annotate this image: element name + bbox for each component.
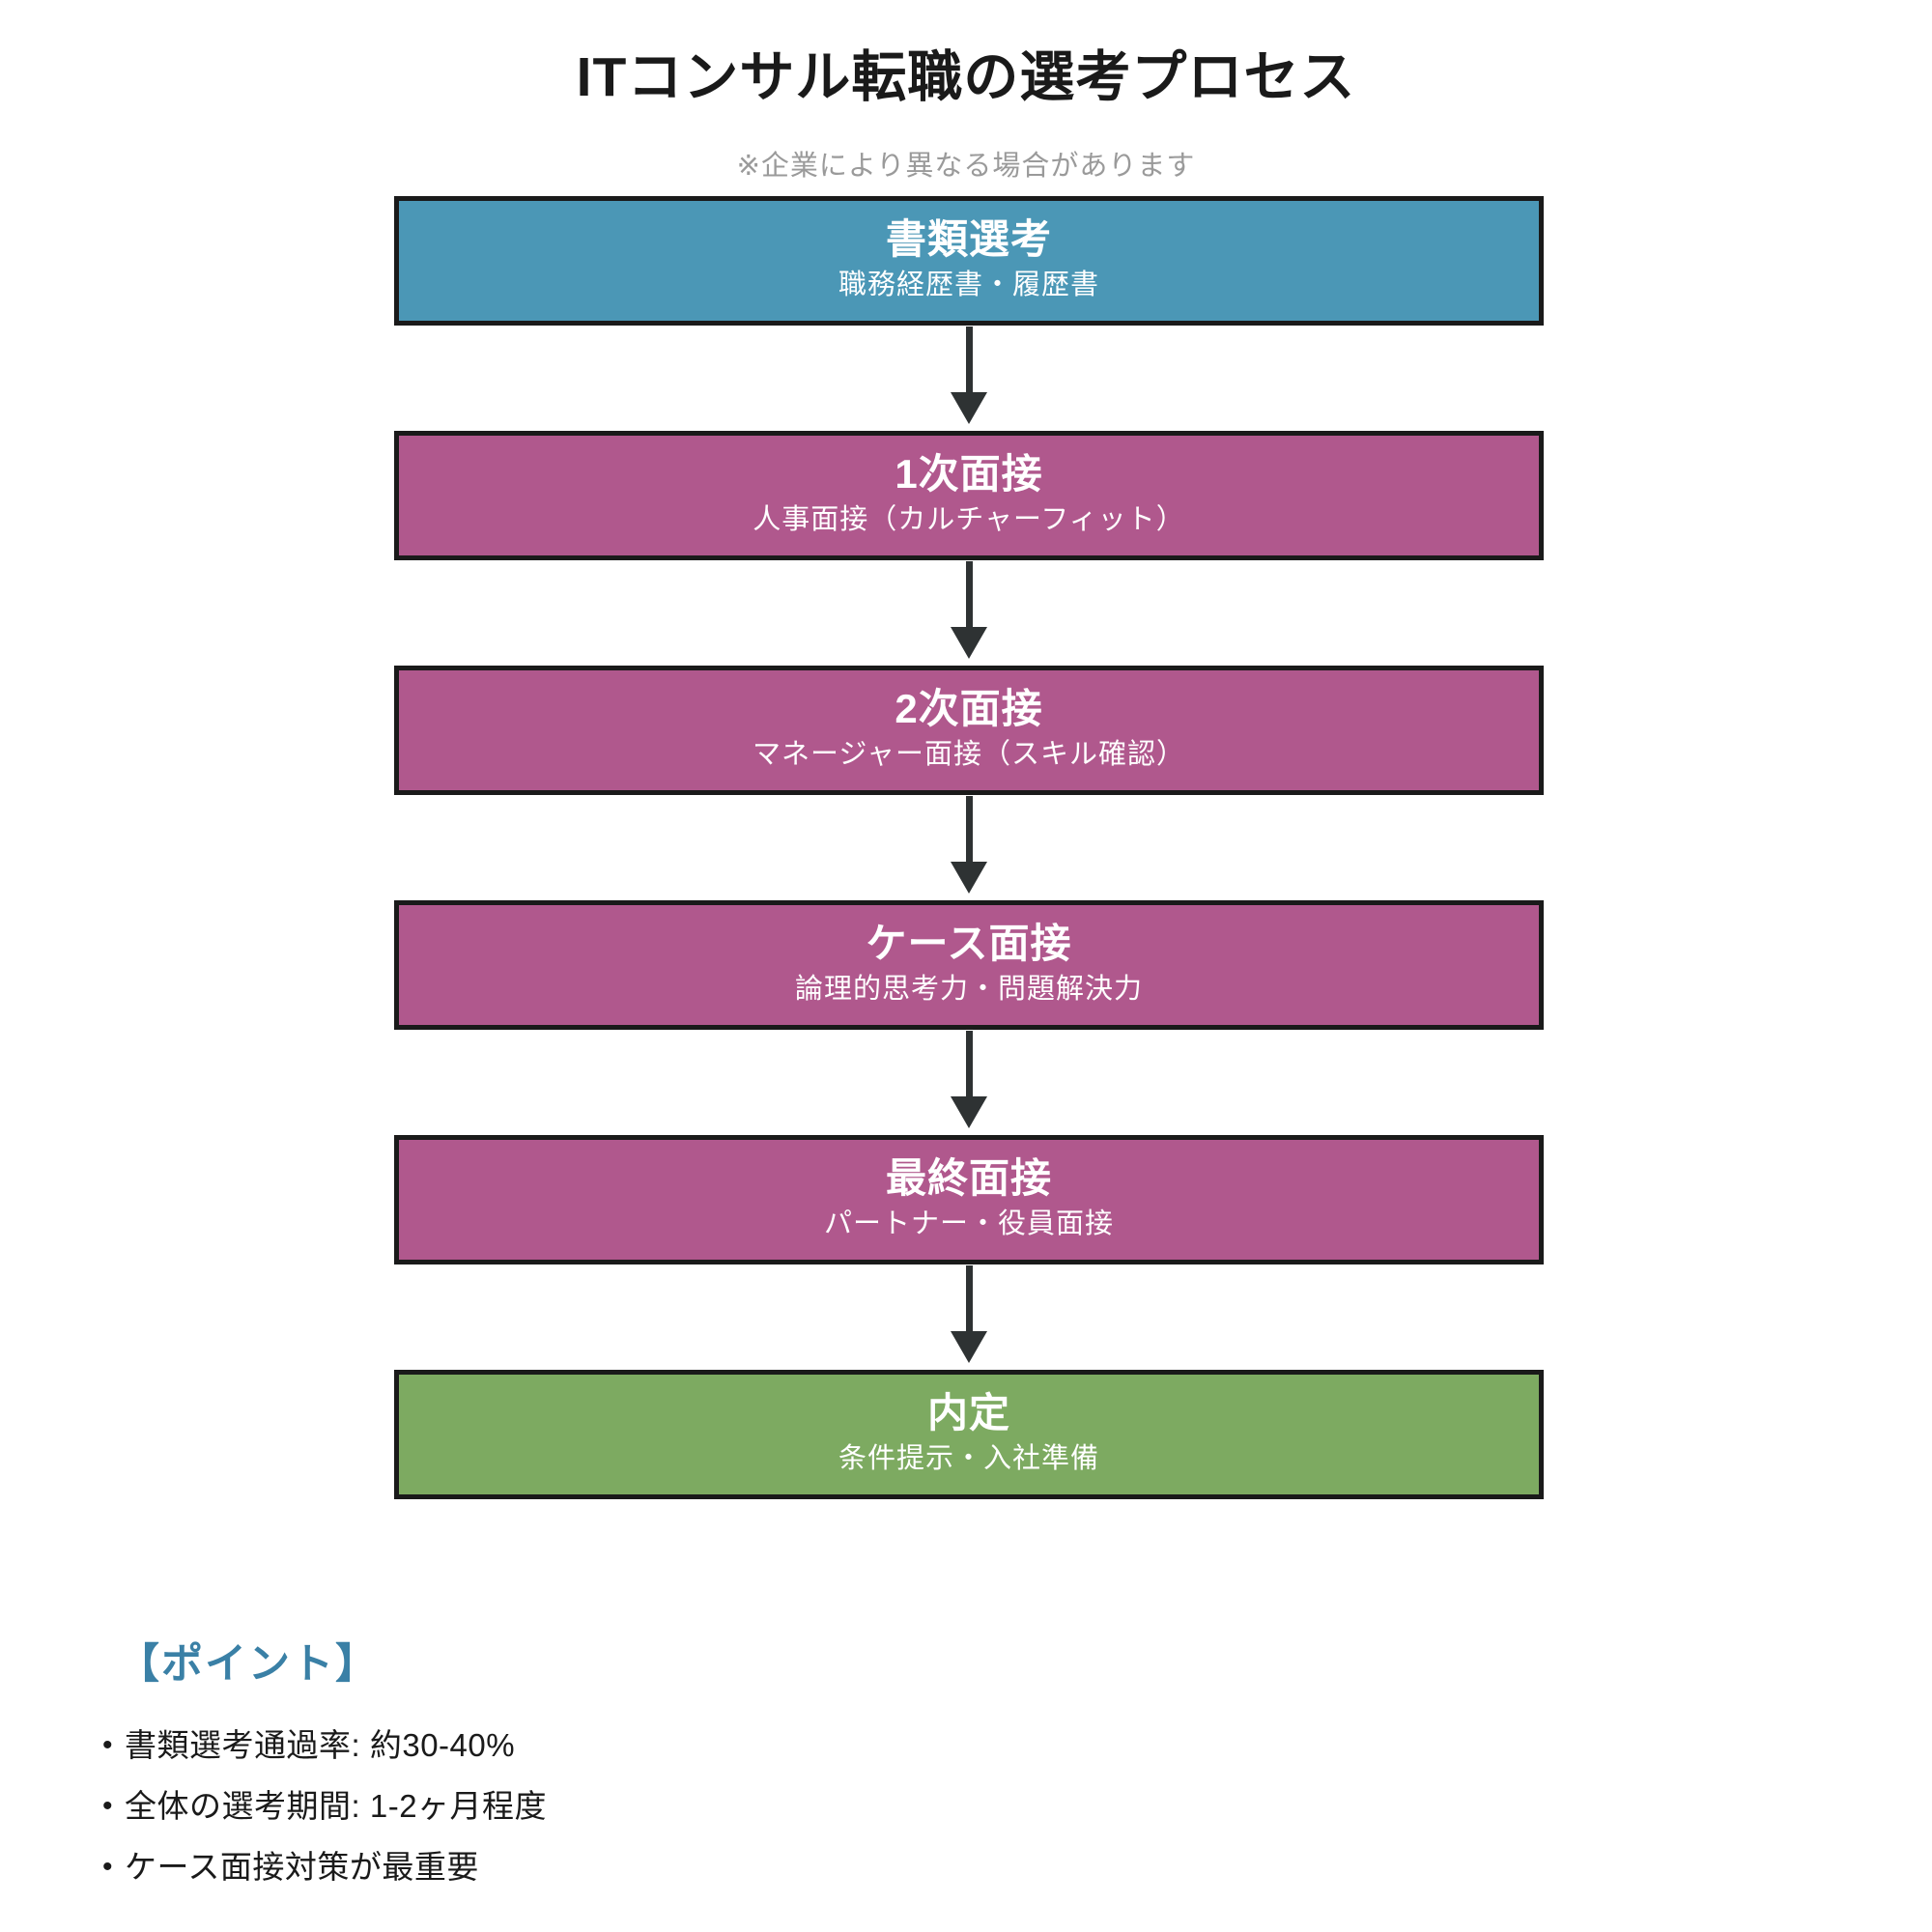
page-note: ※企業により異なる場合があります	[736, 151, 1196, 182]
step-subtitle: 条件提示・入社準備	[838, 1443, 1099, 1475]
arrow-line	[965, 561, 973, 629]
point-text: 全体の選考期間: 1-2ヶ月程度	[125, 1788, 548, 1824]
arrow-head	[951, 392, 987, 424]
arrow-line	[965, 1031, 973, 1098]
arrow-down-icon	[951, 561, 987, 662]
step-subtitle: 論理的思考力・問題解決力	[794, 974, 1143, 1006]
step-subtitle: 職務経歴書・履歴書	[838, 270, 1099, 301]
arrow-down-icon	[951, 1265, 987, 1366]
bullet-icon: •	[102, 1790, 114, 1822]
step-title: ケース面接	[866, 921, 1072, 966]
flow-step-second-interview: 2次面接 マネージャー面接（スキル確認）	[394, 666, 1544, 795]
step-title: 内定	[926, 1390, 1010, 1435]
step-subtitle: 人事面接（カルチャーフィット）	[753, 504, 1185, 536]
bullet-icon: •	[102, 1851, 114, 1883]
step-title: 1次面接	[895, 451, 1043, 497]
arrow-line	[965, 327, 973, 394]
flow-step-document-screening: 書類選考 職務経歴書・履歴書	[394, 196, 1544, 326]
flow-step-case-interview: ケース面接 論理的思考力・問題解決力	[394, 900, 1544, 1030]
point-item-pass-rate: • 書類選考通過率: 約30-40%	[102, 1719, 515, 1766]
bullet-icon: •	[102, 1729, 114, 1761]
arrow-down-icon	[951, 796, 987, 896]
arrow-down-icon	[951, 327, 987, 427]
arrow-down-icon	[951, 1031, 987, 1131]
arrow-line	[965, 1265, 973, 1333]
step-title: 2次面接	[895, 686, 1043, 731]
step-subtitle: マネージャー面接（スキル確認）	[753, 739, 1185, 771]
flow-step-first-interview: 1次面接 人事面接（カルチャーフィット）	[394, 431, 1544, 560]
arrow-head	[951, 1096, 987, 1128]
arrow-head	[951, 1331, 987, 1363]
step-title: 最終面接	[885, 1155, 1052, 1201]
point-item-duration: • 全体の選考期間: 1-2ヶ月程度	[102, 1780, 547, 1827]
point-text: ケース面接対策が最重要	[125, 1849, 479, 1885]
flow-step-final-interview: 最終面接 パートナー・役員面接	[394, 1135, 1544, 1264]
step-subtitle: パートナー・役員面接	[823, 1208, 1114, 1240]
page-title: ITコンサル転職の選考プロセス	[576, 46, 1356, 108]
arrow-head	[951, 862, 987, 894]
point-text: 書類選考通過率: 約30-40%	[125, 1727, 516, 1763]
point-item-case-prep: • ケース面接対策が最重要	[102, 1841, 479, 1888]
arrow-line	[965, 796, 973, 864]
points-heading: 【ポイント】	[118, 1641, 379, 1688]
step-title: 書類選考	[885, 216, 1052, 262]
flow-step-offer: 内定 条件提示・入社準備	[394, 1370, 1544, 1499]
arrow-head	[951, 627, 987, 659]
